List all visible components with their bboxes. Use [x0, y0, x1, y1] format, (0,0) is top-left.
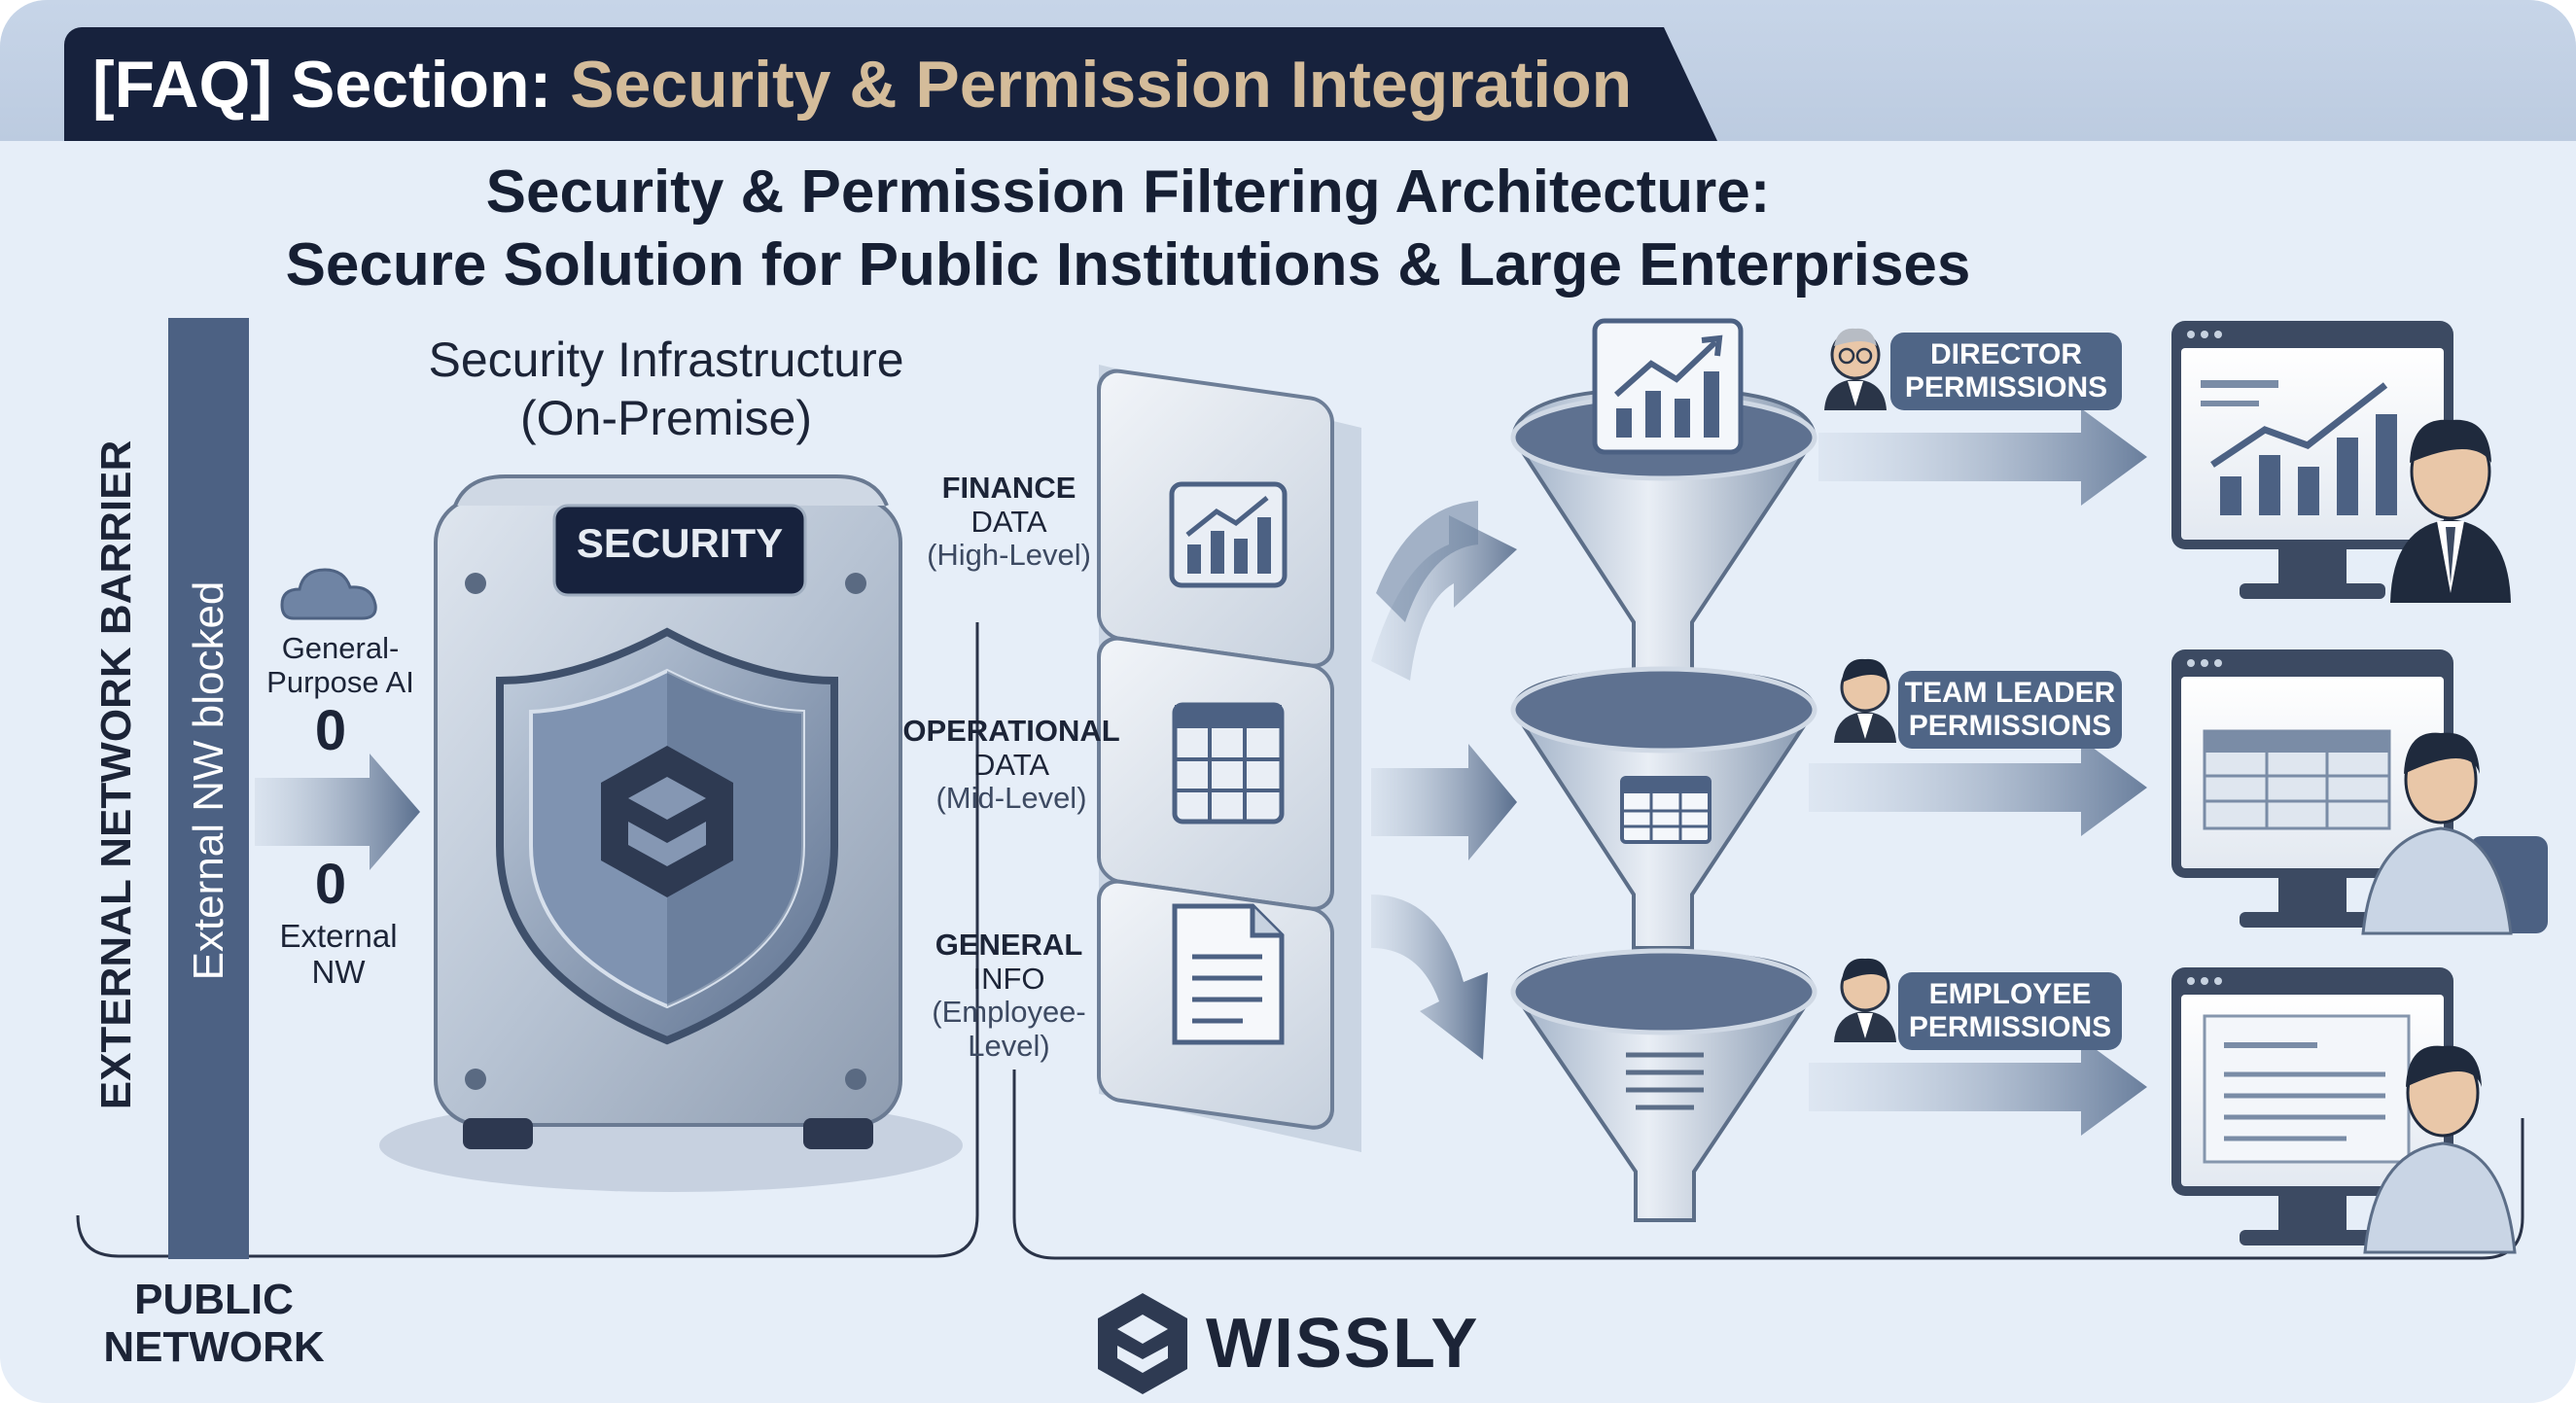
funnel-bottom: [1510, 948, 1817, 1222]
team-leader-avatar: [1834, 658, 1896, 743]
ai-count: 0: [314, 699, 347, 762]
output-arrow-employee: [1809, 1038, 2147, 1136]
flow-arrow-operational: [1371, 744, 1517, 860]
nw-count: 0: [314, 853, 347, 916]
table-icon: [1172, 702, 1285, 824]
left-zone-outline: [76, 622, 979, 1258]
director-permissions-badge: DIRECTOR PERMISSIONS: [1890, 333, 2122, 410]
monitor-director: [2171, 321, 2453, 599]
funnel-chart-icon: [1592, 318, 1744, 455]
cube-logo-icon: [601, 746, 733, 897]
input-arrow: [255, 754, 420, 870]
security-badge: SECURITY: [576, 520, 784, 566]
operational-data-label: OPERATIONAL DATA (Mid-Level): [902, 714, 1120, 816]
external-barrier-label: EXTERNAL NETWORK BARRIER: [92, 439, 140, 1110]
director-avatar: [1824, 328, 1887, 410]
section-header: [FAQ] Section: Security & Permission Int…: [92, 39, 1632, 131]
finance-data-label: FINANCE DATA (High-Level): [927, 471, 1091, 573]
employee-avatar: [1834, 958, 1896, 1042]
infrastructure-title: Security Infrastructure (On-Premise): [428, 333, 904, 445]
funnel-document-icon: [1626, 1052, 1704, 1110]
monitor-team-leader: [2171, 649, 2453, 928]
director-figure: [2390, 419, 2511, 603]
flow-arrow-finance-body: [1376, 501, 1478, 622]
title-line-1: Security & Permission Filtering Architec…: [485, 158, 1771, 226]
external-nw-label: External NW: [279, 918, 398, 990]
section-highlight: Security & Permission Integration: [570, 48, 1633, 122]
team-leader-permissions-badge: TEAM LEADER PERMISSIONS: [1898, 671, 2122, 749]
general-ai-label: General- Purpose AI: [266, 631, 414, 699]
cloud-icon: [280, 568, 377, 620]
header-tab: [64, 27, 1717, 141]
team-leader-figure: [2361, 732, 2548, 935]
public-network-label: PUBLIC NETWORK: [103, 1276, 325, 1372]
output-arrow-team-leader: [1809, 739, 2147, 836]
output-arrow-director: [1818, 408, 2147, 506]
page-title: Security & Permission Filtering Architec…: [0, 156, 2256, 301]
flow-arrow-finance: [1371, 515, 1517, 681]
wissly-logo-icon: [1098, 1293, 1187, 1394]
right-zone-outline: [1012, 1070, 2524, 1260]
funnel-table-icon: [1620, 776, 1711, 844]
general-info-label: GENERAL INFO (Employee- Level): [932, 928, 1086, 1064]
flow-arrow-general: [1371, 894, 1488, 1060]
brand-name: WISSLY: [1206, 1305, 1480, 1383]
chart-icon: [1169, 481, 1288, 588]
monitor-employee: [2171, 967, 2453, 1245]
title-line-2: Secure Solution for Public Institutions …: [285, 231, 1971, 298]
employee-permissions-badge: EMPLOYEE PERMISSIONS: [1898, 972, 2122, 1050]
employee-figure: [2363, 1045, 2517, 1254]
document-icon: [1172, 903, 1285, 1045]
section-prefix: [FAQ] Section:: [92, 48, 552, 122]
barrier-bar: [168, 318, 249, 1259]
external-nw-blocked-label: External NW blocked: [185, 580, 232, 981]
